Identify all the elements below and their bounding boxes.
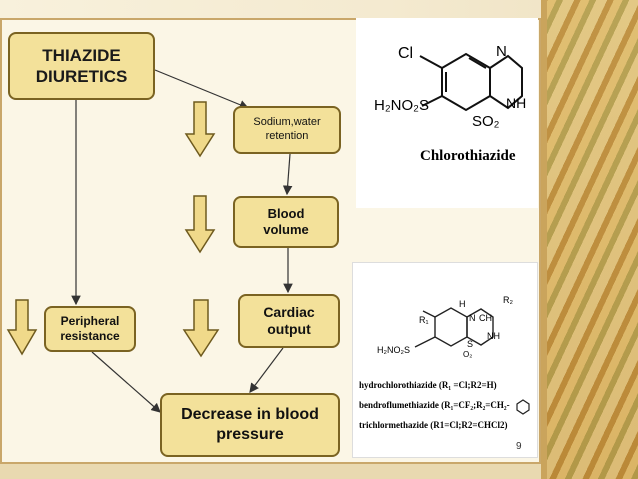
chlorothiazide-structure: Cl N NH H₂NO₂S SO₂ Chlorothiazide [356, 18, 538, 208]
down-arrow-icon [184, 195, 216, 254]
arrow-sodium-to-blood [282, 153, 293, 196]
down-arrow-icon [182, 299, 220, 358]
peripheral-resistance-box: Peripheral resistance [44, 306, 136, 352]
r1-label: R₁ [419, 315, 429, 325]
derivatives-structure-drawing: H R₂ N CH NH S O₂ R₁ H₂NO₂S hydrochlorot… [359, 295, 530, 430]
h2no2s-label: H₂NO₂S [374, 97, 429, 114]
trichlormethazide-label: trichlormethazide (R1=Cl;R2=CHCl2) [359, 420, 507, 430]
benzene-ring-icon [516, 399, 530, 415]
n-label: N [469, 313, 476, 323]
h2no2s-label: H₂NO₂S [377, 345, 410, 355]
chlorothiazide-structure-drawing: Cl N NH H₂NO₂S SO₂ Chlorothiazide [374, 43, 526, 164]
hydrochlorothiazide-label: hydrochlorothiazide (R₁ =Cl;R2=H) [359, 380, 497, 390]
decorative-side-pattern [541, 0, 638, 479]
so2-label: SO₂ [472, 113, 500, 130]
n-label: N [496, 43, 507, 60]
thiazide-derivatives-structure: H R₂ N CH NH S O₂ R₁ H₂NO₂S hydrochlorot… [352, 262, 538, 458]
cl-label: Cl [398, 45, 413, 62]
cardiac-output-box: Cardiac output [238, 294, 340, 348]
page-number: 9 [516, 441, 522, 452]
ch-label: CH [479, 313, 492, 323]
o2-label: O₂ [463, 350, 472, 359]
arrow-peripheral-to-decrease [91, 351, 161, 413]
s-label: S [467, 339, 473, 349]
bottom-bar [0, 464, 541, 479]
bendroflumethiazide-label: bendroflumethiazide (R₁=CF₂;R₂=CH₂- [359, 400, 510, 410]
nh-label: NH [506, 95, 526, 111]
blood-volume-box: Blood volume [233, 196, 339, 248]
thiazide-diuretics-box: THIAZIDE DIURETICS [8, 32, 155, 100]
decorative-side-band [541, 0, 547, 479]
arrow-thiazide-to-sodium [154, 69, 250, 110]
down-arrow-icon [184, 101, 216, 158]
decrease-blood-pressure-box: Decrease in blood pressure [160, 393, 340, 457]
down-arrow-icon [6, 299, 38, 356]
arrow-cardiac-to-decrease [249, 347, 284, 393]
chlorothiazide-name: Chlorothiazide [420, 148, 516, 164]
h-label: H [459, 299, 466, 309]
nh-label: NH [487, 331, 500, 341]
r2-label: R₂ [503, 295, 513, 305]
sodium-water-retention-box: Sodium,water retention [233, 106, 341, 154]
